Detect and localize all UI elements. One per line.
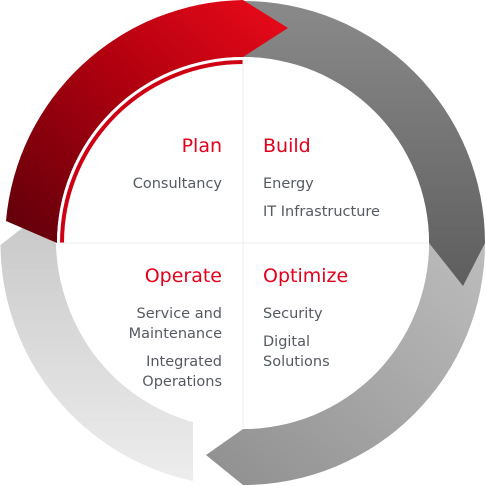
service-item: Energy [263,176,314,192]
service-item: Security [263,306,323,322]
quadrant-optimize: Optimize Security Digital Solutions [263,264,348,380]
quadrant-operate: Operate Service and Maintenance Integrat… [129,264,222,400]
quadrant-title-build: Build [263,135,311,157]
quadrant-plan: Plan Consultancy [133,134,222,202]
service-item: Digital Solutions [263,334,330,370]
quadrant-title-operate: Operate [144,265,222,287]
quadrant-title-optimize: Optimize [263,265,349,287]
service-item: Service and Maintenance [128,306,222,342]
inner-red-arc [60,60,244,244]
cycle-arrow-plan [6,0,288,243]
cycle-arrow-operate [0,215,193,481]
service-item: IT Infrastructure [263,204,380,220]
quadrant-title-plan: Plan [181,135,222,157]
service-item: Consultancy [132,176,222,192]
service-item: Integrated Operations [142,354,222,390]
quadrant-build: Build Energy IT Infrastructure [263,134,380,230]
